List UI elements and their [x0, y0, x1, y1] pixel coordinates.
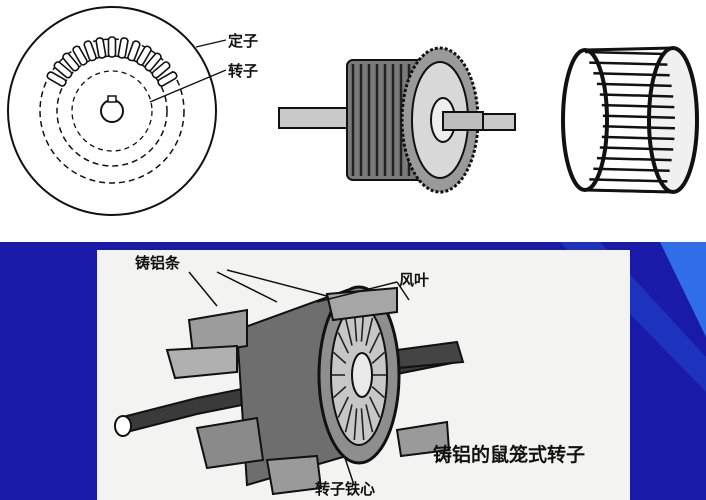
- shaft-hole: [100, 99, 124, 123]
- keyway: [107, 95, 117, 103]
- figure-caption: 铸铝的鼠笼式转子: [433, 444, 586, 466]
- stator-slot: [72, 45, 88, 66]
- shaft-left: [278, 107, 350, 129]
- stator-outer-circle: [7, 6, 217, 216]
- squirrel-cage-drawing: [561, 46, 699, 194]
- stator-slot: [107, 36, 117, 58]
- stator-slot: [136, 45, 152, 66]
- cage-bar: [593, 167, 670, 173]
- fan-blade: [195, 416, 265, 470]
- cage-bar: [599, 146, 674, 151]
- fan-blades-label: 风叶: [399, 271, 430, 289]
- aluminum-bars-leader: [216, 271, 278, 303]
- stator-slot: [144, 52, 162, 72]
- lamination-slot: [344, 404, 353, 433]
- stator-slot: [95, 37, 107, 59]
- stator-slot: [83, 40, 97, 62]
- cage-bar: [584, 50, 666, 56]
- cast-aluminum-rotor-figure: 铸铝条 风叶 转子铁心 铸铝的鼠笼式转子: [97, 250, 630, 500]
- rotor-dashed-circle: [71, 70, 153, 152]
- rotor-core-leader: [344, 457, 354, 483]
- fan-blade: [395, 420, 451, 458]
- fan-blade: [265, 454, 323, 496]
- cage-bar: [602, 114, 675, 119]
- cage-bar: [599, 93, 674, 98]
- lamination-slot: [365, 317, 374, 346]
- fan-blade: [325, 286, 398, 322]
- cage-bar: [601, 135, 675, 141]
- lamination-slot: [360, 408, 365, 441]
- rotor-label: 转子: [228, 62, 259, 80]
- shaft-end: [442, 111, 484, 131]
- cage-top-edge: [584, 46, 674, 52]
- lamination-slots: [332, 309, 386, 441]
- cage-bar: [602, 125, 675, 130]
- lamination-slot: [344, 317, 353, 346]
- stator-slot: [151, 61, 171, 79]
- lamination-slot: [337, 396, 349, 418]
- rotor-leader-line: [149, 69, 227, 103]
- lamination-slot: [371, 386, 385, 399]
- rotor-with-shaft-drawing: [278, 46, 516, 194]
- rotor-core-label: 转子铁心: [315, 480, 376, 498]
- stator-slot: [53, 61, 73, 79]
- fan-blade: [165, 344, 238, 380]
- aluminum-bars-label: 铸铝条: [135, 254, 181, 272]
- slide-background: 铸铝条 风叶 转子铁心 铸铝的鼠笼式转子: [0, 242, 706, 500]
- cast-aluminum-rotor-drawing: [114, 269, 465, 496]
- fan-blades-leader: [316, 281, 398, 303]
- top-illustration-panel: 定子 转子: [0, 0, 706, 242]
- stator-slot: [62, 52, 80, 72]
- stator-slot-circle: [39, 38, 185, 184]
- stator-leader-line: [195, 39, 227, 48]
- fan-blade: [187, 308, 248, 356]
- rotor-hub: [351, 352, 373, 398]
- lamination-slot: [337, 332, 349, 354]
- lamination-slot: [369, 332, 381, 354]
- cage-bar: [589, 61, 668, 66]
- lamination-slot: [353, 408, 358, 441]
- stator-slots: [46, 36, 178, 87]
- shaft-left-end: [114, 415, 132, 437]
- motor-cross-section-diagram: [7, 6, 227, 216]
- cage-bar: [601, 103, 675, 109]
- stator-slot: [117, 37, 129, 59]
- shaft-right-end: [396, 340, 465, 370]
- aluminum-bars-leader: [226, 269, 328, 297]
- stator-slot: [46, 71, 67, 87]
- cage-bar: [596, 156, 672, 162]
- aluminum-bars-leader: [188, 271, 218, 307]
- lamination-slot: [365, 404, 374, 433]
- cage-bar: [593, 71, 670, 77]
- lamination-slot: [371, 351, 385, 364]
- lamination-slot: [333, 351, 347, 364]
- lamination-slot: [333, 386, 347, 399]
- fan-blades-leader: [396, 281, 410, 301]
- air-gap-circle: [56, 55, 168, 167]
- stator-slot: [157, 71, 178, 87]
- stator-slot: [127, 40, 141, 62]
- cage-bar: [589, 178, 668, 183]
- stator-label: 定子: [228, 32, 259, 50]
- lamination-slot: [369, 396, 381, 418]
- cage-bottom-edge: [584, 188, 674, 194]
- cage-bar: [596, 82, 672, 88]
